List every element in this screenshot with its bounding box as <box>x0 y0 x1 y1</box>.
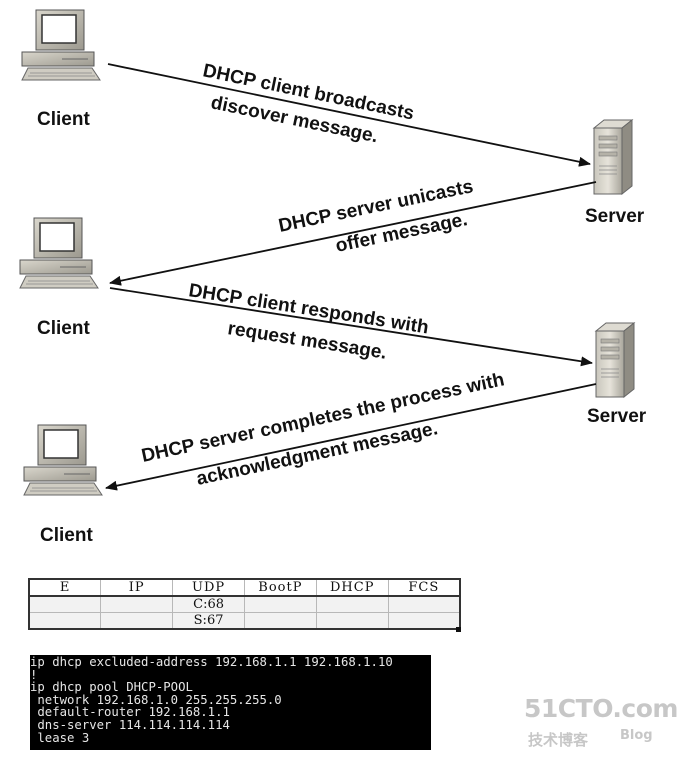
table-cell <box>100 595 174 613</box>
header-bootp: BootP <box>243 578 317 597</box>
table-cell <box>387 595 461 613</box>
client-computer-icon <box>21 9 101 81</box>
header-ip: IP <box>100 578 174 597</box>
watermark-subtitle: 技术博客 <box>528 731 589 749</box>
server-label: Server <box>585 206 645 227</box>
site-watermark: 51CTO.com 技术博客 Blog <box>524 694 678 756</box>
client-label: Client <box>40 525 93 546</box>
table-row: S:67 <box>28 612 461 630</box>
server-port-cell: S:67 <box>172 612 245 630</box>
table-cell <box>243 595 317 613</box>
header-ethernet: E <box>28 578 102 597</box>
header-dhcp: DHCP <box>315 578 389 597</box>
terminal-config-panel: ip dhcp excluded-address 192.168.1.1 192… <box>30 655 431 750</box>
acknowledgment-arrow <box>105 383 597 491</box>
client-port-cell: C:68 <box>172 595 245 613</box>
watermark-blog: Blog <box>620 728 653 743</box>
server-icon <box>595 322 635 398</box>
terminal-line: lease 3 <box>30 730 90 745</box>
terminal-line: default-router 192.168.1.1 <box>30 705 230 720</box>
client-computer-icon <box>19 217 99 289</box>
table-cell <box>243 612 317 630</box>
table-header-row: E IP UDP BootP DHCP FCS <box>28 578 461 597</box>
table-cell <box>315 612 389 630</box>
table-cell <box>315 595 389 613</box>
client-computer-icon <box>23 424 103 496</box>
terminal-line: ip dhcp excluded-address 192.168.1.1 192… <box>30 655 393 669</box>
table-cell <box>28 595 102 613</box>
table-cell <box>28 612 102 630</box>
client-label: Client <box>37 109 90 130</box>
table-cell <box>100 612 174 630</box>
client-label: Client <box>37 318 90 339</box>
server-icon <box>593 119 633 195</box>
watermark-logo: 51CTO.com <box>524 694 678 723</box>
dhcp-packet-table: E IP UDP BootP DHCP FCS C:68 S:67 <box>28 578 461 630</box>
server-label: Server <box>587 406 647 427</box>
terminal-line: ! <box>30 667 38 682</box>
terminal-line: network 192.168.1.0 255.255.255.0 <box>30 692 282 707</box>
offer-arrow <box>109 181 597 286</box>
dhcp-sequence-diagram: Client Client Client Server Server DHCP … <box>19 9 647 546</box>
table-row: C:68 <box>28 595 461 613</box>
terminal-line: ip dhcp pool DHCP-POOL <box>30 680 193 695</box>
table-cell <box>387 612 461 630</box>
discover-arrow <box>107 63 591 167</box>
table-resize-handle <box>456 627 461 632</box>
header-fcs: FCS <box>387 578 461 597</box>
request-arrow <box>109 287 593 367</box>
header-udp: UDP <box>172 578 245 597</box>
terminal-line: dns-server 114.114.114.114 <box>30 717 230 732</box>
